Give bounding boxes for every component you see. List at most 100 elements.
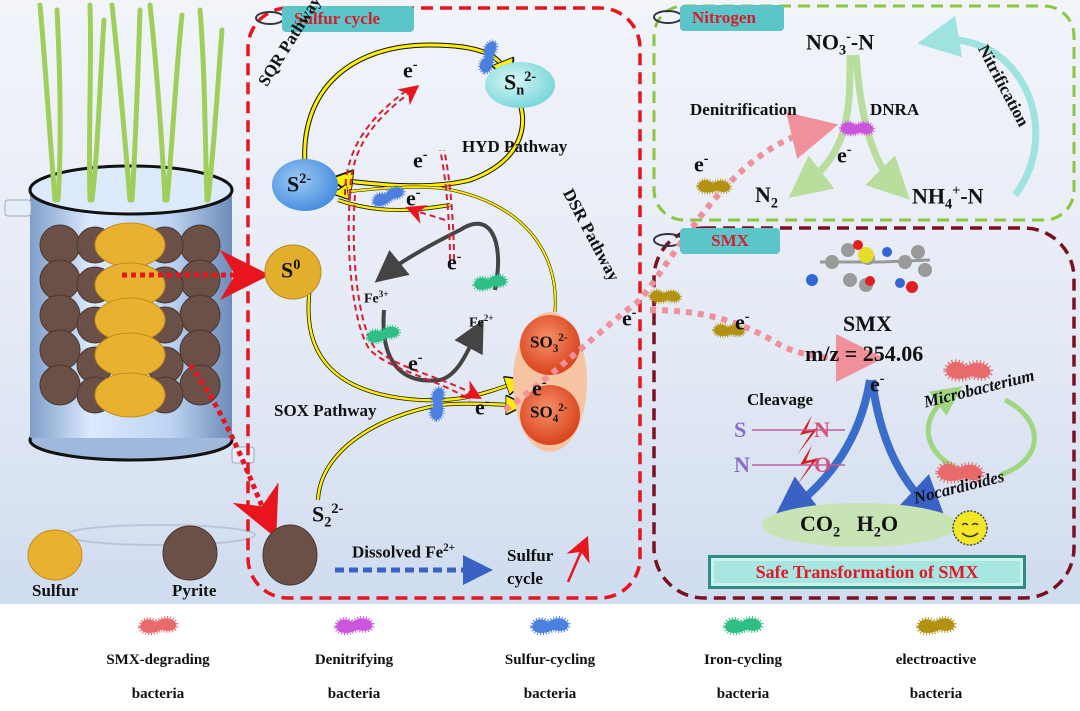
sulfur-sample: [27, 529, 83, 581]
iron-bacteria-icon: [472, 273, 509, 292]
legend-item-smx-degrading: SMX-degrading bacteria: [78, 604, 238, 703]
reed-plants: [37, 2, 225, 203]
sulfur-pathways: [302, 42, 557, 501]
reactor-tank: [4, 2, 279, 581]
bolt-icon-1: [797, 415, 818, 455]
pyrite-sample: [162, 525, 218, 581]
legend-label: Sulfur-cycling: [504, 652, 596, 668]
legend-item-denitrifying: Denitrifying bacteria: [274, 604, 434, 703]
smx-tag: SMX: [680, 228, 780, 254]
bond-s: S: [734, 417, 747, 442]
smx-degradation-arrows: [770, 379, 948, 525]
electron-label: e-: [622, 305, 637, 331]
nitrogen-tag: Nitrogen: [680, 5, 784, 31]
electroactive-bacteria-icon: [712, 322, 746, 338]
safe-transformation-banner: Safe Transformation of SMX: [708, 555, 1026, 589]
iron-bacteria-icon: [722, 616, 764, 636]
smx-bacteria-icon: [935, 461, 985, 484]
s2-blob: [272, 159, 338, 211]
electron-label: e-: [408, 350, 423, 376]
pyrite-rock: [262, 524, 318, 586]
legend-label: bacteria: [131, 686, 185, 702]
bond-n2: N: [734, 452, 750, 477]
nitrogen-box: [652, 4, 1076, 222]
diagram-canvas: Sulfur cycle Nitrogen SMX SQR Pathway HY…: [0, 0, 1080, 604]
hyd-pathway-label: HYD Pathway: [462, 137, 568, 156]
s22-label: S22-: [312, 501, 344, 531]
sulfur-fill: [94, 222, 166, 418]
electron-label: e-: [406, 185, 421, 211]
smx-bacteria-icon: [137, 616, 179, 636]
electron-label: e-: [403, 57, 418, 83]
pyrite-sample-label: Pyrite: [172, 581, 217, 600]
bacteria-legend: SMX-degrading bacteria Denitrifying bact…: [0, 604, 1080, 711]
sn2-blob: [485, 62, 555, 108]
iron-bacteria-icon: [365, 324, 402, 345]
legend-label: Denitrifying: [314, 652, 394, 668]
fe2-label: Fe2+: [469, 313, 494, 331]
smx-molecule: [806, 240, 932, 293]
sox-pathway-label: SOX Pathway: [274, 401, 377, 420]
bond-n: N: [814, 417, 830, 442]
so3-label: SO32-: [530, 332, 568, 356]
smx-bacteria-icon: [137, 616, 179, 636]
legend-label: SMX-degrading: [106, 652, 210, 668]
smiley-icon: [952, 510, 988, 546]
sulfur-bacteria-icon: [529, 616, 571, 636]
sulfur-bacteria-icon: [529, 616, 571, 636]
cleavage-label: Cleavage: [747, 390, 814, 409]
bond-o: O: [814, 452, 832, 477]
nh4-label: NH4+-N: [912, 183, 984, 213]
electroactive-bacteria-icon: [915, 616, 957, 636]
sn2-label: Sn2-: [504, 69, 537, 99]
fe3-label: Fe3+: [364, 289, 389, 307]
denitrifying-bacteria-icon: [333, 616, 375, 636]
iron-cycle: [374, 221, 501, 383]
electron-label: e-: [837, 142, 852, 168]
products-label: CO2 H2O: [800, 511, 899, 541]
so4-label: SO42-: [530, 402, 568, 426]
denitrifying-bacteria-icon: [333, 616, 375, 636]
diagram-graphics: [4, 2, 1076, 600]
legend-label: Iron-cycling: [703, 652, 783, 668]
sulfur-bacteria-icon: [371, 185, 406, 208]
legend-item-sulfur-cycling: Sulfur-cycling bacteria: [470, 604, 630, 703]
s2-label: S2-: [287, 171, 312, 197]
electroactive-bacteria-icon: [695, 178, 733, 195]
bacteria-layer: [365, 39, 993, 484]
electron-label: e-: [475, 394, 490, 420]
legend-label: bacteria: [327, 686, 381, 702]
s0-blob: [264, 244, 322, 300]
electron-label: e-: [413, 147, 428, 173]
legend-label: bacteria: [523, 686, 577, 702]
sulfur-bacteria-icon: [428, 385, 446, 423]
n2-label: N2: [755, 182, 779, 212]
legend-label: bacteria: [716, 686, 770, 702]
legend-item-electroactive: electroactive bacteria: [856, 604, 1016, 703]
legend-label: bacteria: [909, 686, 963, 702]
legend-label: electroactive: [895, 652, 977, 668]
so3-ball: [520, 315, 580, 375]
smx-box: [652, 226, 1076, 600]
electroactive-bacteria-icon: [648, 288, 682, 304]
electron-paths: [344, 85, 482, 401]
so4-ball: [520, 385, 580, 445]
electron-label: e-: [870, 371, 885, 397]
denitrifying-bacteria-icon: [838, 120, 876, 137]
electron-label: e-: [532, 375, 547, 401]
products-ellipse: [762, 503, 958, 547]
smx-bacteria-icon: [943, 359, 993, 382]
sulfur-cycle-tag: Sulfur cycle: [282, 6, 414, 32]
s0-label: S0: [281, 257, 301, 283]
dissolved-fe-label: Dissolved Fe2+: [352, 542, 455, 562]
bolt-icon-2: [797, 445, 818, 485]
no3-label: NO3--N: [806, 29, 875, 59]
electron-label: e-: [735, 309, 750, 335]
electron-label: e-: [694, 151, 709, 177]
sulfur-cycle-return-arrow: [566, 535, 590, 583]
denitrification-label: Denitrification: [690, 100, 797, 119]
sulfur-bacteria-icon: [477, 39, 499, 75]
electron-transfer-arrows: [503, 112, 884, 413]
mz-label: m/z = 254.06: [805, 341, 924, 366]
